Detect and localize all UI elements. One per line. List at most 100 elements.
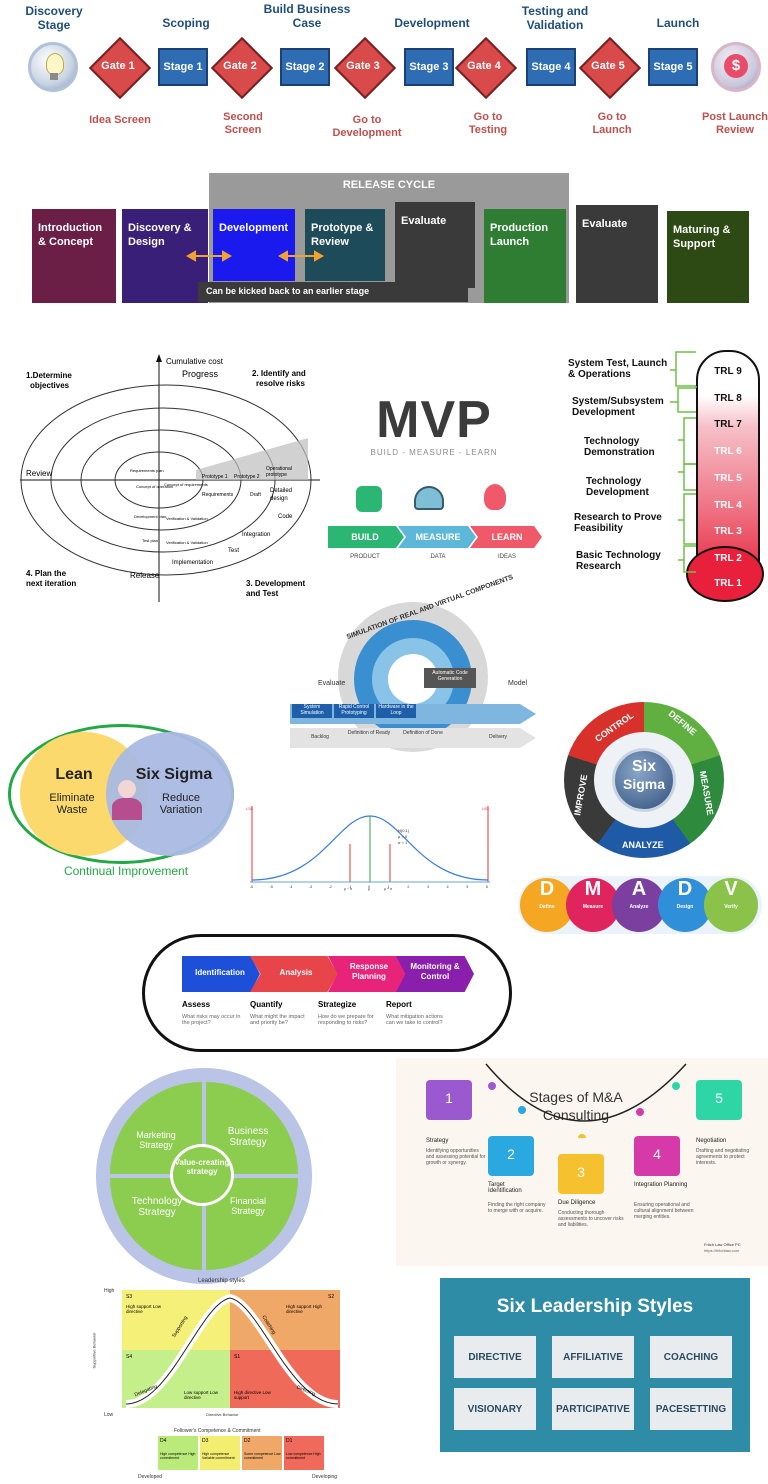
risk-label-analysis: Analysis xyxy=(279,968,313,977)
mvp-caption-data: DATA xyxy=(430,554,446,560)
gate-5-label: Gate 5 xyxy=(591,60,625,72)
six-sigma-cycle: Six Sigma CONTROL DEFINE MEASURE ANALYZE… xyxy=(560,698,732,860)
mna-footer-url: https://fritchlaw.com xyxy=(704,1248,740,1253)
bell-tick-label: 2 xyxy=(407,885,409,889)
gate-sub-post-launch: Post Launch Review xyxy=(701,111,768,136)
dmadv-a xyxy=(612,878,666,932)
sl-s2-code: S2 xyxy=(328,1294,335,1300)
dmadv-v xyxy=(704,878,758,932)
mvp-step-learn: LEARN xyxy=(491,532,523,542)
spiral-proto-1: Prototype 1 xyxy=(202,474,228,480)
mna-desc-1: Identifying opportunities and assessing … xyxy=(426,1148,486,1166)
stage-1-box: Stage 1 xyxy=(158,48,208,86)
mna-box-2 xyxy=(488,1136,534,1176)
sim-bar-item-3: Hardware in the Loop xyxy=(376,704,416,718)
ss-center-six: Six xyxy=(631,758,656,775)
mna-title-1: Strategy xyxy=(426,1138,449,1144)
sl-curve xyxy=(125,1293,339,1408)
stage-4-box: Stage 4 xyxy=(526,48,576,86)
vs-center-label: Value-creating strategy xyxy=(174,1158,230,1176)
dmadv-word-verify: Verify xyxy=(724,904,738,910)
style-directive: DIRECTIVE xyxy=(454,1336,536,1378)
stage-title-development: Development xyxy=(394,16,470,30)
sl-d3-text: High competence Variable commitment xyxy=(202,1452,235,1460)
sl-d2-label: D2 xyxy=(244,1438,251,1444)
sl-d3-label: D3 xyxy=(202,1438,209,1444)
mna-title-2: Target Identification xyxy=(488,1182,522,1194)
rc-box-evaluate-2: Evaluate xyxy=(576,205,658,303)
mvp-step-measure-shape xyxy=(398,526,476,548)
spiral-draft: Draft xyxy=(250,492,261,498)
rc-box-introduction: Introduction & Concept xyxy=(32,209,116,303)
sl-title: Leadership styles xyxy=(198,1278,245,1284)
sim-evaluate: Evaluate xyxy=(318,680,346,687)
spiral-progress: Progress xyxy=(182,369,219,379)
spiral-axis-arrow xyxy=(156,354,162,362)
sl-d1 xyxy=(284,1436,324,1470)
dmadv-word-analyze: Analyze xyxy=(629,904,649,910)
mna-footer: Fritch Law Office PC xyxy=(704,1242,741,1247)
bell-mark-minus: μ − σ xyxy=(344,887,353,891)
value-strategy-diagram: Value-creating strategy Marketing Strate… xyxy=(94,1066,314,1286)
continual-improvement: Continual Improvement xyxy=(63,864,189,878)
sl-s3-code: S3 xyxy=(126,1294,133,1300)
mna-desc-3: Conducting thorough assessments to uncov… xyxy=(558,1210,624,1228)
sim-bottom-backlog: Backlog xyxy=(311,734,329,740)
dmadv-diagram: D M A D V Define Measure Analyze Design … xyxy=(518,876,762,934)
stage-5-box: Stage 5 xyxy=(648,48,698,86)
trl-8: TRL 8 xyxy=(714,393,742,404)
overlap-person-icon xyxy=(110,780,144,820)
spiral-shaded-prototype xyxy=(196,438,308,480)
stage-2-box: Stage 2 xyxy=(280,48,330,86)
sim-bottom-delivery: Delivery xyxy=(488,734,508,740)
bell-tick-label: 4 xyxy=(447,885,449,889)
gate-sub-go-development: Go to Development xyxy=(332,114,402,139)
sim-bar-arrow xyxy=(290,704,536,748)
gate-sub-second-screen: Second Screen xyxy=(223,111,263,136)
stage-title-business-case: Build Business Case xyxy=(263,2,351,30)
spiral-ring-4 xyxy=(20,384,312,576)
release-cycle-diagram: RELEASE CYCLE Introduction & Concept Dis… xyxy=(8,165,768,305)
risk-verb-assess: Assess xyxy=(182,1000,211,1009)
rc-box-evaluate-1: Evaluate xyxy=(395,202,475,288)
six-sigma-reduce: Reduce Variation xyxy=(159,792,203,816)
mna-title-4: Integration Planning xyxy=(634,1182,688,1188)
trl-label-tech-dev: Technology Development xyxy=(586,476,649,498)
ss-center-sigma: Sigma xyxy=(622,776,665,792)
lean-six-sigma-diagram: Lean Eliminate Waste Six Sigma Reduce Va… xyxy=(6,720,238,882)
gate-sub-go-launch: Go to Launch xyxy=(592,111,632,136)
trl-tube xyxy=(696,350,760,568)
spiral-review: Review xyxy=(26,469,52,478)
mna-num-5: 5 xyxy=(715,1090,723,1106)
risk-loop xyxy=(142,934,512,1052)
release-cycle-header-label: RELEASE CYCLE xyxy=(342,179,436,191)
risk-verb-quantify: Quantify xyxy=(250,1000,283,1009)
sl-d3 xyxy=(200,1436,240,1470)
spiral-cumulative-cost: Cumulative cost xyxy=(166,357,224,366)
stage-title-discovery: Discovery Stage xyxy=(25,4,83,32)
gauge-icon xyxy=(414,486,444,510)
trl-label-subsystem: System/Subsystem Development xyxy=(572,396,664,418)
sl-s2-text: High support High directive xyxy=(286,1304,323,1314)
style-pacesetting: PACESETTING xyxy=(650,1388,732,1430)
mna-title: Stages of M&A Consulting xyxy=(529,1089,623,1123)
mvp-step-learn-shape xyxy=(470,526,542,548)
trl-bulb xyxy=(686,546,764,602)
mvp-step-build: BUILD xyxy=(351,532,379,542)
bell-param-3: σ = 1 xyxy=(398,840,408,845)
sl-d4-label: D4 xyxy=(160,1438,167,1444)
mna-desc-5: Drafting and negotiating agreements to p… xyxy=(696,1148,750,1166)
lean-label: Lean xyxy=(55,766,93,783)
mvp-title: MVP xyxy=(376,391,492,449)
rc-box-production: Production Launch xyxy=(484,209,566,303)
bell-tick-label: 0 xyxy=(368,885,370,889)
spiral-req-plan: Requirements plan xyxy=(130,468,164,473)
sl-s3 xyxy=(122,1290,230,1350)
bell-usl: USL xyxy=(482,806,491,811)
